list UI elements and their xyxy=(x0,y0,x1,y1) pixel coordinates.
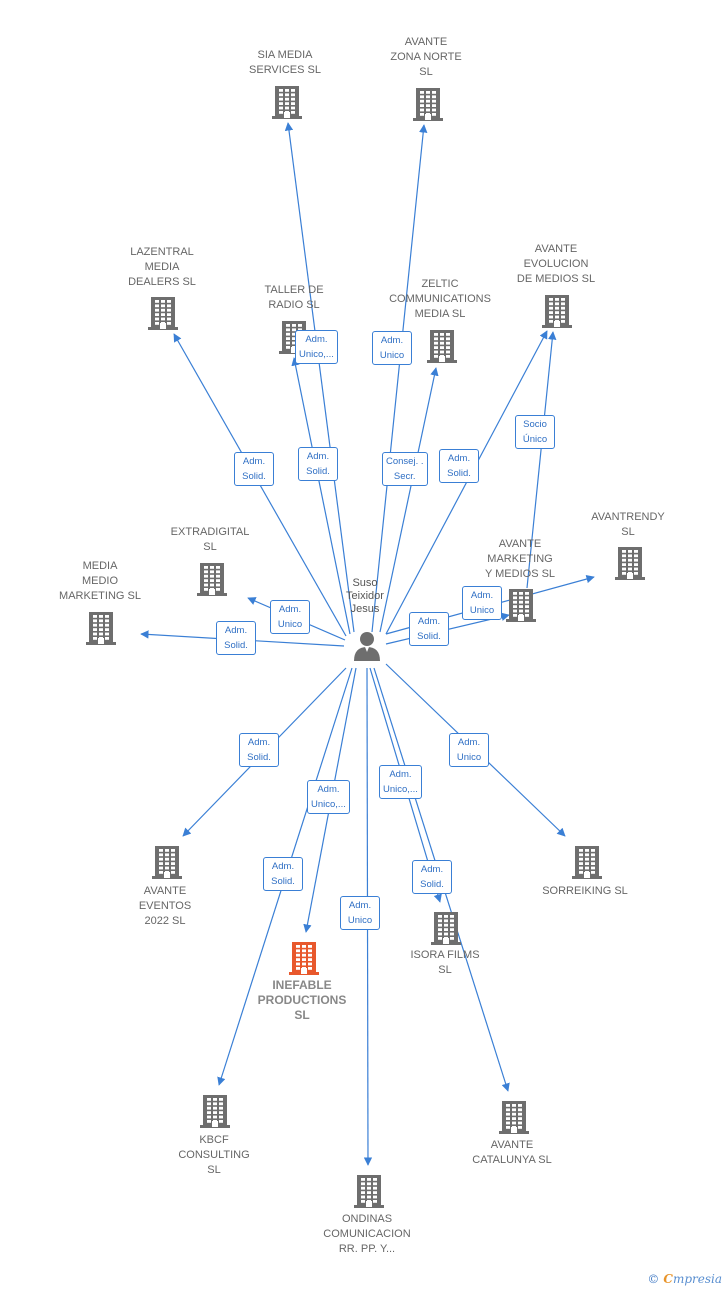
company-name-avantrendy[interactable]: AVANTRENDY SL xyxy=(591,511,665,538)
company-name-avante_evolucion[interactable]: AVANTE EVOLUCION DE MEDIOS SL xyxy=(516,242,596,285)
company-name-lazentral[interactable]: LAZENTRAL MEDIA DEALERS SL xyxy=(128,245,196,288)
company-name-sia[interactable]: SIA MEDIA SERVICES SL xyxy=(249,49,321,76)
company-name-media_medio[interactable]: MEDIA MEDIO MARKETING SL xyxy=(59,559,141,602)
relation-label-extradigital[interactable]: Adm. Unico xyxy=(270,600,310,634)
relation-label-avante_zona[interactable]: Adm. Unico xyxy=(372,331,412,365)
company-name-isora[interactable]: ISORA FILMS SL xyxy=(410,949,480,976)
company-name-ondinas[interactable]: ONDINAS COMUNICACION RR. PP. Y... xyxy=(323,1212,411,1255)
relation-label-taller[interactable]: Adm. Solid. xyxy=(298,447,338,481)
brand-initial: C xyxy=(663,1272,673,1286)
relation-label-zeltic[interactable]: Consej. . Secr. xyxy=(382,452,428,486)
building-icon[interactable] xyxy=(615,546,645,585)
relation-edge-avante_evolucion xyxy=(526,331,557,589)
relation-label-avante_evolucion[interactable]: Socio Único xyxy=(515,415,555,449)
copyright-symbol: © xyxy=(647,1272,660,1286)
company-name-taller[interactable]: TALLER DE RADIO SL xyxy=(264,284,324,311)
relation-label-isora[interactable]: Adm. Unico,... xyxy=(379,765,422,799)
empresia-logo[interactable]: ©Cmpresia xyxy=(647,1272,722,1286)
relation-label-inefable[interactable]: Adm. Unico,... xyxy=(307,780,350,814)
building-icon[interactable] xyxy=(354,1174,384,1213)
relation-label-sorreiking[interactable]: Adm. Unico xyxy=(449,733,489,767)
relation-label-avante_eventos[interactable]: Adm. Solid. xyxy=(239,733,279,767)
company-name-inefable[interactable]: INEFABLE PRODUCTIONS SL xyxy=(257,977,347,1022)
building-icon[interactable] xyxy=(542,294,572,333)
relation-label-ondinas[interactable]: Adm. Unico xyxy=(340,896,380,930)
relation-label-lazentral[interactable]: Adm. Solid. xyxy=(234,452,274,486)
relation-label-sia[interactable]: Adm. Unico,... xyxy=(295,330,338,364)
relation-label-kbcf[interactable]: Adm. Solid. xyxy=(263,857,303,891)
building-icon[interactable] xyxy=(572,845,602,884)
company-name-avante_eventos[interactable]: AVANTE EVENTOS 2022 SL xyxy=(138,884,192,927)
company-name-zeltic[interactable]: ZELTIC COMMUNICATIONS MEDIA SL xyxy=(389,277,491,320)
company-name-avante_catalunya[interactable]: AVANTE CATALUNYA SL xyxy=(472,1139,552,1166)
building-icon[interactable] xyxy=(86,611,116,650)
building-icon[interactable] xyxy=(431,911,461,950)
building-icon[interactable] xyxy=(200,1094,230,1133)
building-icon[interactable] xyxy=(506,588,536,627)
building-icon[interactable] xyxy=(427,329,457,368)
building-icon[interactable] xyxy=(272,85,302,124)
relation-edge-sia xyxy=(284,122,355,633)
company-name-sorreiking[interactable]: SORREIKING SL xyxy=(542,884,628,897)
relation-label-avante_marketing[interactable]: Adm. Solid. xyxy=(409,612,449,646)
building-icon[interactable] xyxy=(499,1100,529,1139)
building-icon[interactable] xyxy=(197,562,227,601)
relation-label-avantrendy[interactable]: Adm. Unico xyxy=(462,586,502,620)
relation-label-avante_evolucion[interactable]: Adm. Solid. xyxy=(439,449,479,483)
building-icon[interactable] xyxy=(148,296,178,335)
relation-label-isora[interactable]: Adm. Solid. xyxy=(412,860,452,894)
company-name-kbcf[interactable]: KBCF CONSULTING SL xyxy=(178,1133,250,1176)
relation-label-media_medio[interactable]: Adm. Solid. xyxy=(216,621,256,655)
building-icon[interactable] xyxy=(289,941,319,980)
building-icon[interactable] xyxy=(152,845,182,884)
brand-name: mpresia xyxy=(672,1272,722,1286)
company-name-extradigital[interactable]: EXTRADIGITAL SL xyxy=(170,526,250,553)
building-icon[interactable] xyxy=(413,87,443,126)
person-name: Suso Teixidor Jesus xyxy=(346,577,384,615)
company-name-avante_marketing[interactable]: AVANTE MARKETING Y MEDIOS SL xyxy=(484,537,556,580)
relation-edge-avante_zona xyxy=(371,124,428,633)
relation-edge-zeltic xyxy=(379,367,439,633)
company-name-avante_zona[interactable]: AVANTE ZONA NORTE SL xyxy=(390,35,462,78)
relation-edge-taller xyxy=(291,357,351,635)
person-icon[interactable] xyxy=(352,630,382,662)
